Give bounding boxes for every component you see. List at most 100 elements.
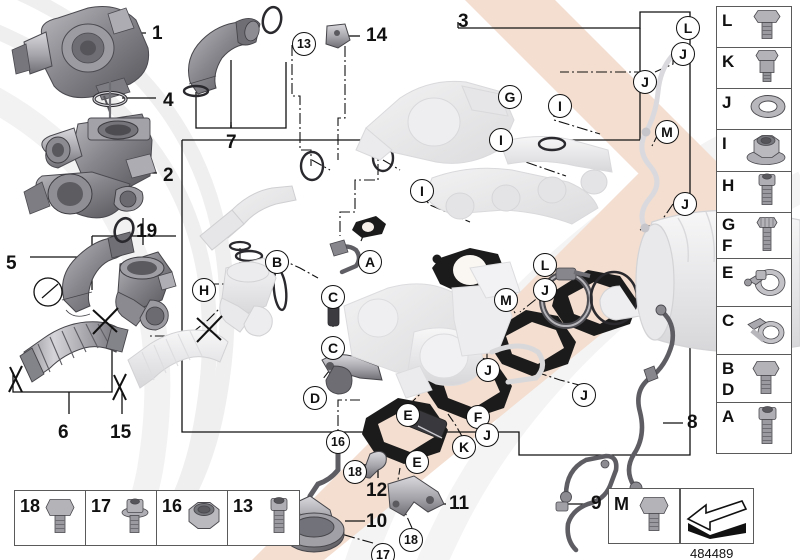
part-bracket-14 [325,23,351,49]
hardware-strip: 18 17 16 [14,490,300,546]
legend-row-bd[interactable]: B D [717,355,791,403]
legend-row-m[interactable]: M [608,488,680,544]
fastener-legend: L K J [716,6,792,454]
hardware-cell-13[interactable]: 13 [228,491,299,545]
legend-row-e[interactable]: E [717,259,791,307]
bubble-d[interactable]: D [303,386,327,410]
bubble-18-2[interactable]: 18 [399,528,423,552]
bubble-17[interactable]: 17 [371,543,395,560]
legend-row-h[interactable]: H [717,172,791,213]
bubble-m-1[interactable]: M [655,120,679,144]
bubble-j-7[interactable]: J [475,423,499,447]
callout-number-3: 3 [458,11,469,32]
callout-number-10: 10 [366,511,388,532]
part-seal-19-ring [113,216,135,244]
legend-key-l: L [722,11,733,30]
bubble-b[interactable]: B [265,250,289,274]
ghost-exhaust-manifold [425,135,613,225]
hardware-cell-18[interactable]: 18 [15,491,86,545]
part-oil-line-8 [626,307,676,489]
bubble-h[interactable]: H [192,278,216,302]
legend-key-f: F [722,236,733,255]
callout-number-12: 12 [366,480,388,501]
callout-number-4: 4 [163,90,174,111]
bubble-j-4[interactable]: J [533,278,557,302]
bubble-i-2[interactable]: I [489,128,513,152]
hex-shoulder-bolt-icon [746,48,788,89]
callout-number-2: 2 [163,165,174,186]
bubble-18-1[interactable]: 18 [343,460,367,484]
hardware-key-13: 13 [233,496,254,516]
direction-arrow-icon [684,495,750,544]
legend-key-a: A [722,407,735,426]
bubble-a[interactable]: A [358,250,382,274]
bubble-e-2[interactable]: E [405,450,429,474]
socket-head-bolt-icon [746,172,788,213]
hardware-cell-16[interactable]: 16 [157,491,228,545]
bubble-i-3[interactable]: I [410,179,434,203]
legend-key-e: E [722,263,734,282]
bubble-l-1[interactable]: L [676,16,700,40]
bubble-m-2[interactable]: M [494,288,518,312]
ghost-sensor-line-m [639,53,675,229]
part-air-duct-7 [188,18,261,95]
flange-nut-icon [744,130,788,171]
bubble-i-1[interactable]: I [548,94,572,118]
twelve-point-bolt-icon [748,213,788,258]
legend-key-i: I [722,134,727,153]
socket-cap-bolt-icon [263,493,295,544]
legend-key-m: M [614,494,629,514]
callout-number-5: 5 [6,253,17,274]
part-clip-12 [363,450,387,479]
legend-row-j[interactable]: J [717,89,791,130]
bubble-13[interactable]: 13 [292,32,316,56]
hardware-cell-17[interactable]: 17 [86,491,157,545]
direction-indicator-box [680,488,754,544]
legend-key-h: H [722,176,735,195]
ghost-turbo-assembly-upper [355,80,515,164]
bubble-g[interactable]: G [498,85,522,109]
bubble-c-1[interactable]: C [321,285,345,309]
legend-row-c[interactable]: C [717,307,791,355]
socket-cap-bolt-icon [748,404,788,453]
hardware-key-17: 17 [91,496,112,516]
bubble-j-5[interactable]: J [476,358,500,382]
bubble-16[interactable]: 16 [326,430,350,454]
legend-row-l[interactable]: L [717,7,791,48]
callout-number-19: 19 [136,221,158,242]
sealing-ring-icon [746,91,788,128]
legend-key-g: G [722,215,736,234]
part-coolant-line-9 [563,453,619,553]
legend-key-c: C [722,311,735,330]
bubble-j-3[interactable]: J [673,192,697,216]
callout-number-1: 1 [152,23,163,44]
bubble-j-1[interactable]: J [671,42,695,66]
part-flexible-charge-pipe-6 [19,321,129,383]
callout-number-11: 11 [449,493,470,514]
hex-head-bolt-icon [637,491,675,542]
bubble-j-6[interactable]: J [572,383,596,407]
hex-flange-bolt-icon [43,493,81,544]
worm-drive-clamp-large-icon [742,260,788,305]
ghost-turbo-lower [343,261,521,399]
callout-number-14: 14 [366,25,388,46]
bubble-l-2[interactable]: L [533,253,557,277]
legend-row-k[interactable]: K [717,48,791,89]
part-turbocharger-1 [11,6,150,113]
bubble-j-2[interactable]: J [633,70,657,94]
bubble-e-1[interactable]: E [396,403,420,427]
legend-row-a[interactable]: A [717,403,791,453]
callout-number-6: 6 [58,422,69,443]
hardware-key-16: 16 [162,496,183,516]
bubble-c-2[interactable]: C [321,336,345,360]
legend-row-i[interactable]: I [717,130,791,172]
document-number: 484489 [690,546,734,560]
bubble-k[interactable]: K [452,435,476,459]
hex-flange-bolt-icon [746,7,788,48]
legend-key-k: K [722,52,735,71]
ghost-charge-pipe [199,185,297,251]
hex-nut-icon [181,498,223,539]
legend-row-gf[interactable]: G F [717,213,791,259]
part-small-gasket-a [352,216,386,238]
